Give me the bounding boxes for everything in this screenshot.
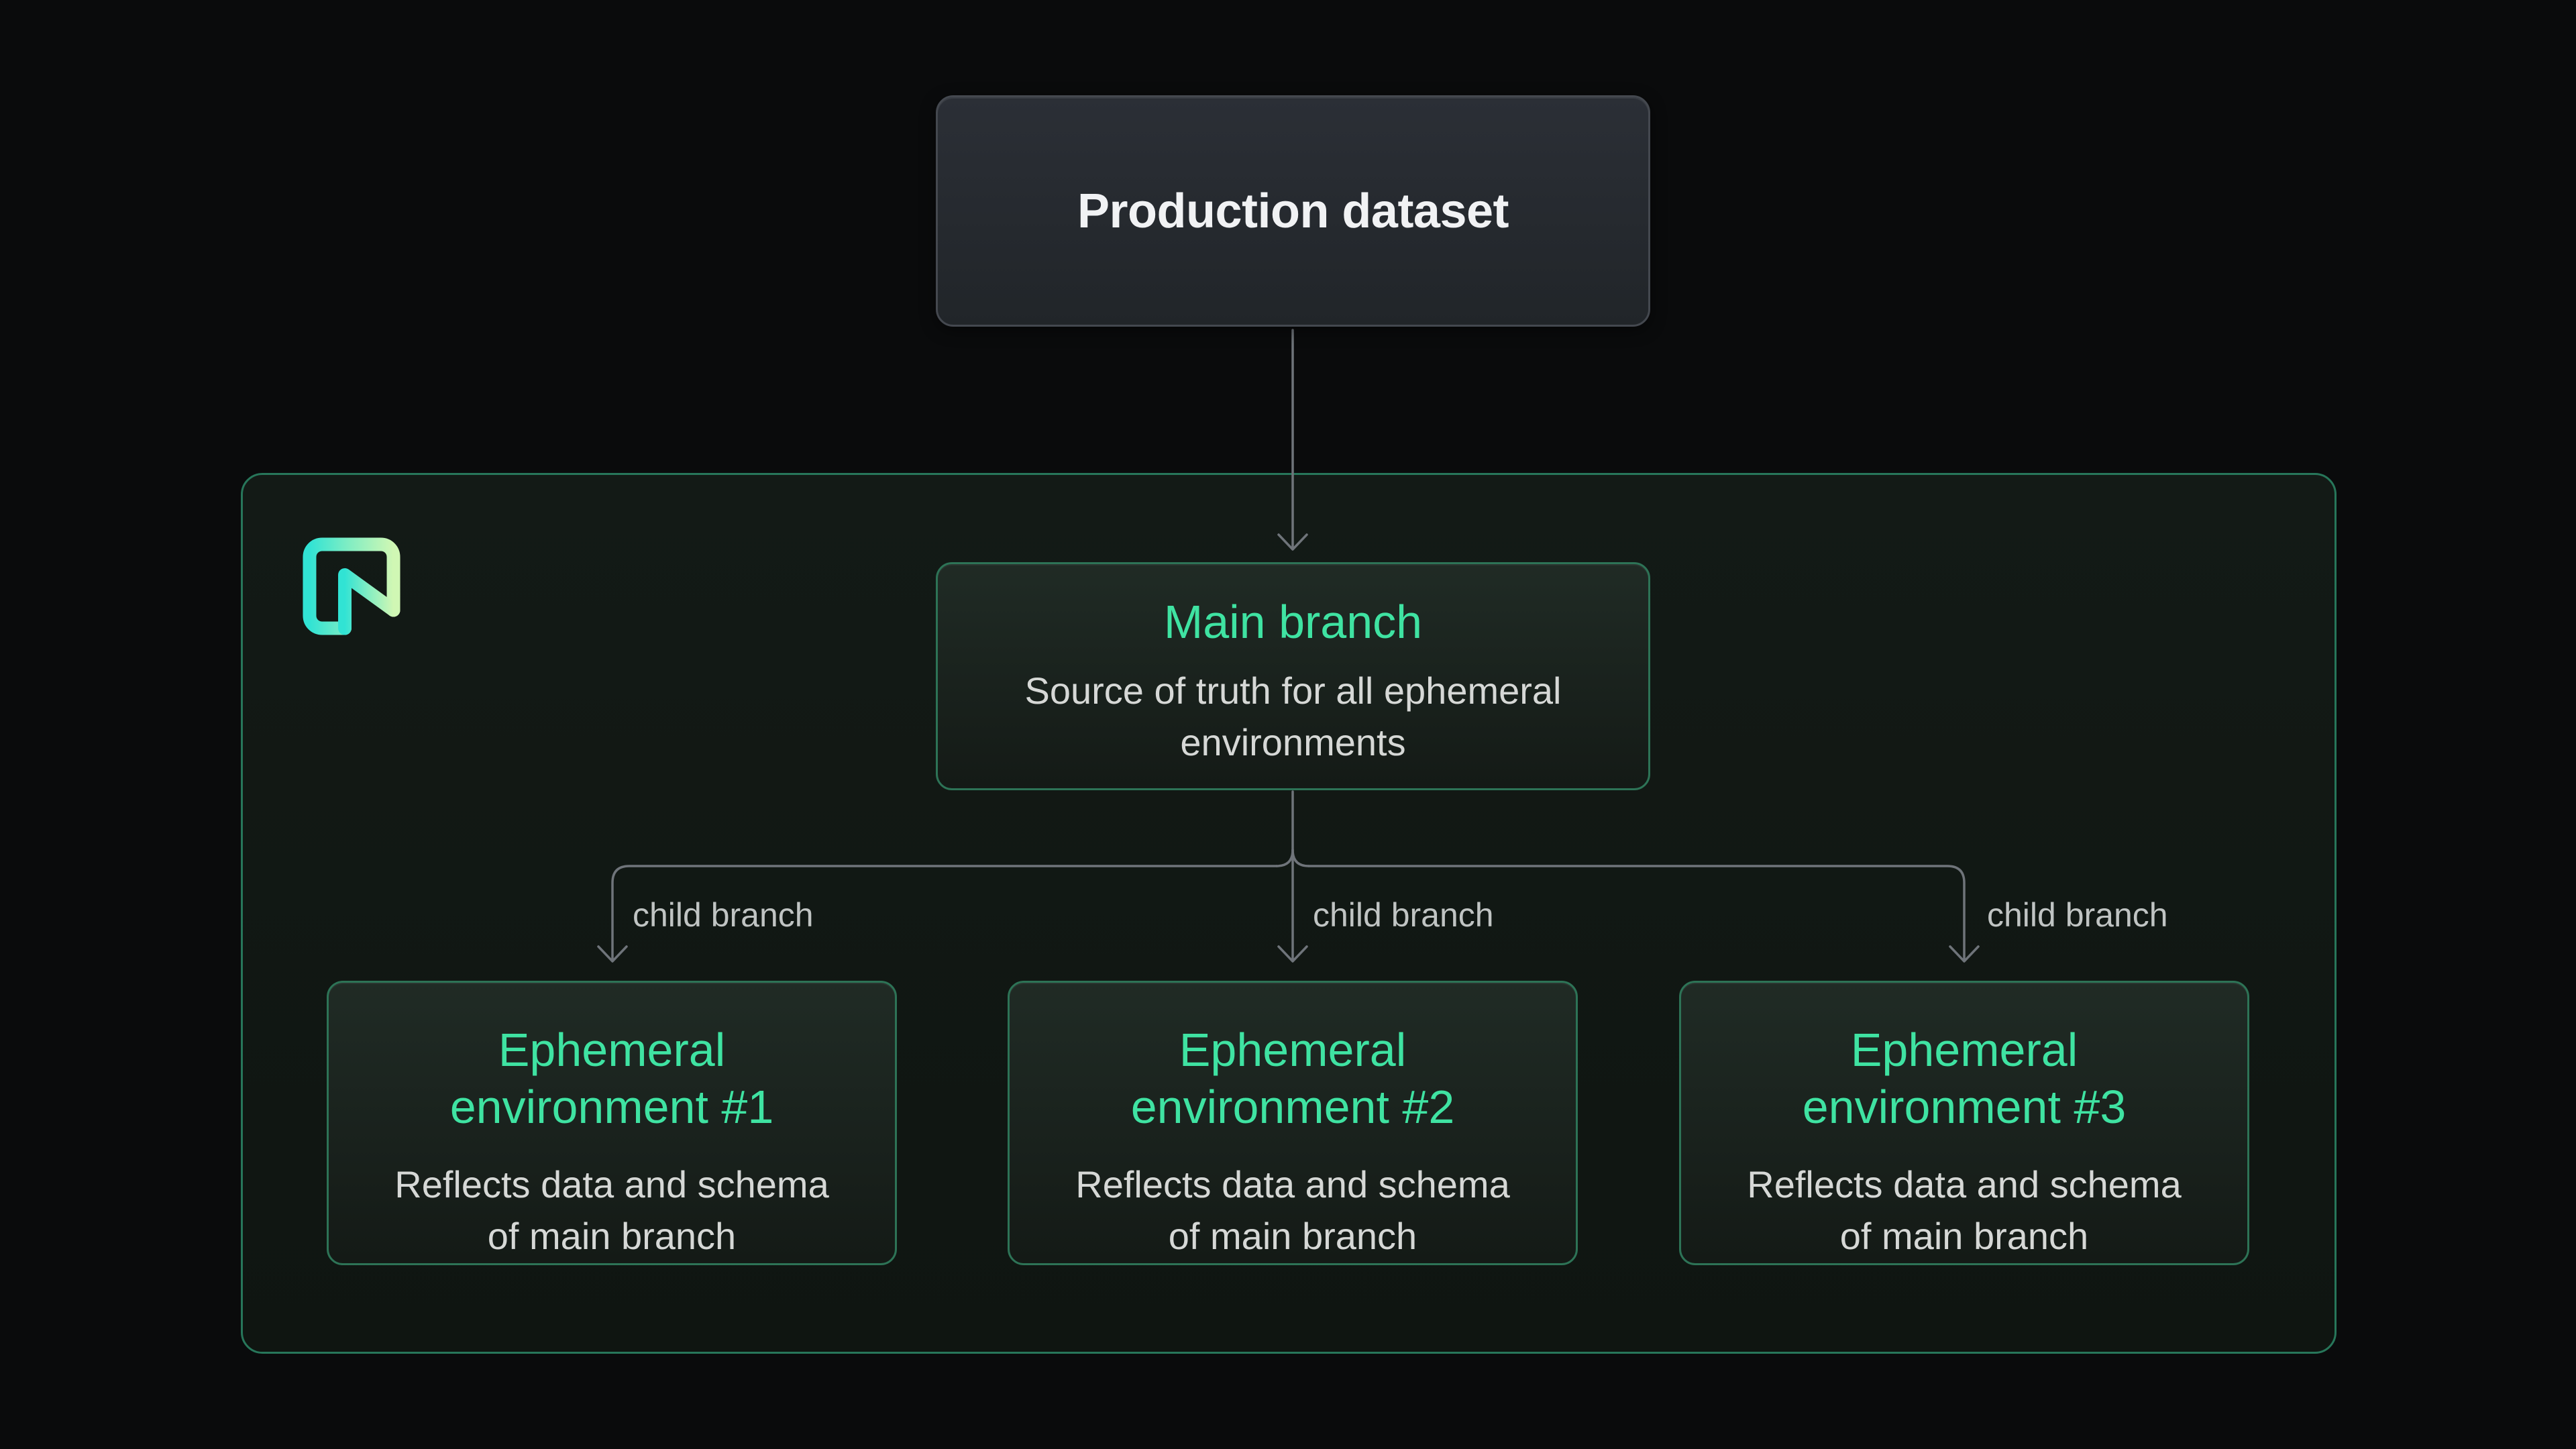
- neon-logo-icon: [303, 537, 400, 635]
- main-branch-title: Main branch: [1163, 596, 1423, 648]
- ephemeral-environment-1-description-line1: Reflects data and schema: [394, 1163, 829, 1206]
- main-branch-node: Main branch Source of truth for all ephe…: [936, 562, 1650, 790]
- edge-label-child-branch-1: child branch: [633, 896, 814, 934]
- ephemeral-environment-3-description: Reflects data and schema of main branch: [1747, 1159, 2181, 1261]
- neon-logo-n-stroke: [338, 568, 400, 635]
- ephemeral-environment-node-1: Ephemeral environment #1 Reflects data a…: [327, 981, 897, 1265]
- ephemeral-environment-1-title: Ephemeral environment #1: [450, 1022, 774, 1135]
- ephemeral-environment-node-3: Ephemeral environment #3 Reflects data a…: [1679, 981, 2249, 1265]
- main-branch-description: Source of truth for all ephemeral enviro…: [1025, 665, 1562, 767]
- main-branch-description-line1: Source of truth for all ephemeral: [1024, 669, 1562, 712]
- ephemeral-environment-3-title-line1: Ephemeral: [1850, 1024, 2078, 1076]
- production-dataset-title: Production dataset: [1077, 184, 1509, 238]
- main-branch-description-line2: environments: [1180, 720, 1406, 763]
- ephemeral-environment-2-title-line1: Ephemeral: [1179, 1024, 1407, 1076]
- ephemeral-environment-2-title-line2: environment #2: [1130, 1080, 1455, 1133]
- ephemeral-environment-2-description: Reflects data and schema of main branch: [1075, 1159, 1509, 1261]
- ephemeral-environment-3-title: Ephemeral environment #3: [1803, 1022, 2127, 1135]
- production-dataset-node: Production dataset: [936, 95, 1650, 327]
- neon-logo-frame: [303, 537, 400, 635]
- edge-label-child-branch-3: child branch: [1987, 896, 2168, 934]
- edge-label-child-branch-2: child branch: [1313, 896, 1494, 934]
- ephemeral-environment-1-title-line1: Ephemeral: [498, 1024, 726, 1076]
- ephemeral-environment-1-description: Reflects data and schema of main branch: [394, 1159, 828, 1261]
- ephemeral-environment-node-2: Ephemeral environment #2 Reflects data a…: [1008, 981, 1578, 1265]
- ephemeral-environment-2-description-line2: of main branch: [1168, 1214, 1417, 1257]
- ephemeral-environment-3-description-line2: of main branch: [1839, 1214, 2089, 1257]
- ephemeral-environment-1-title-line2: environment #1: [449, 1080, 774, 1133]
- ephemeral-environment-2-title: Ephemeral environment #2: [1131, 1022, 1455, 1135]
- ephemeral-environment-3-description-line1: Reflects data and schema: [1747, 1163, 2182, 1206]
- ephemeral-environment-3-title-line2: environment #3: [1802, 1080, 2127, 1133]
- ephemeral-environment-1-description-line2: of main branch: [487, 1214, 737, 1257]
- ephemeral-environment-2-description-line1: Reflects data and schema: [1075, 1163, 1510, 1206]
